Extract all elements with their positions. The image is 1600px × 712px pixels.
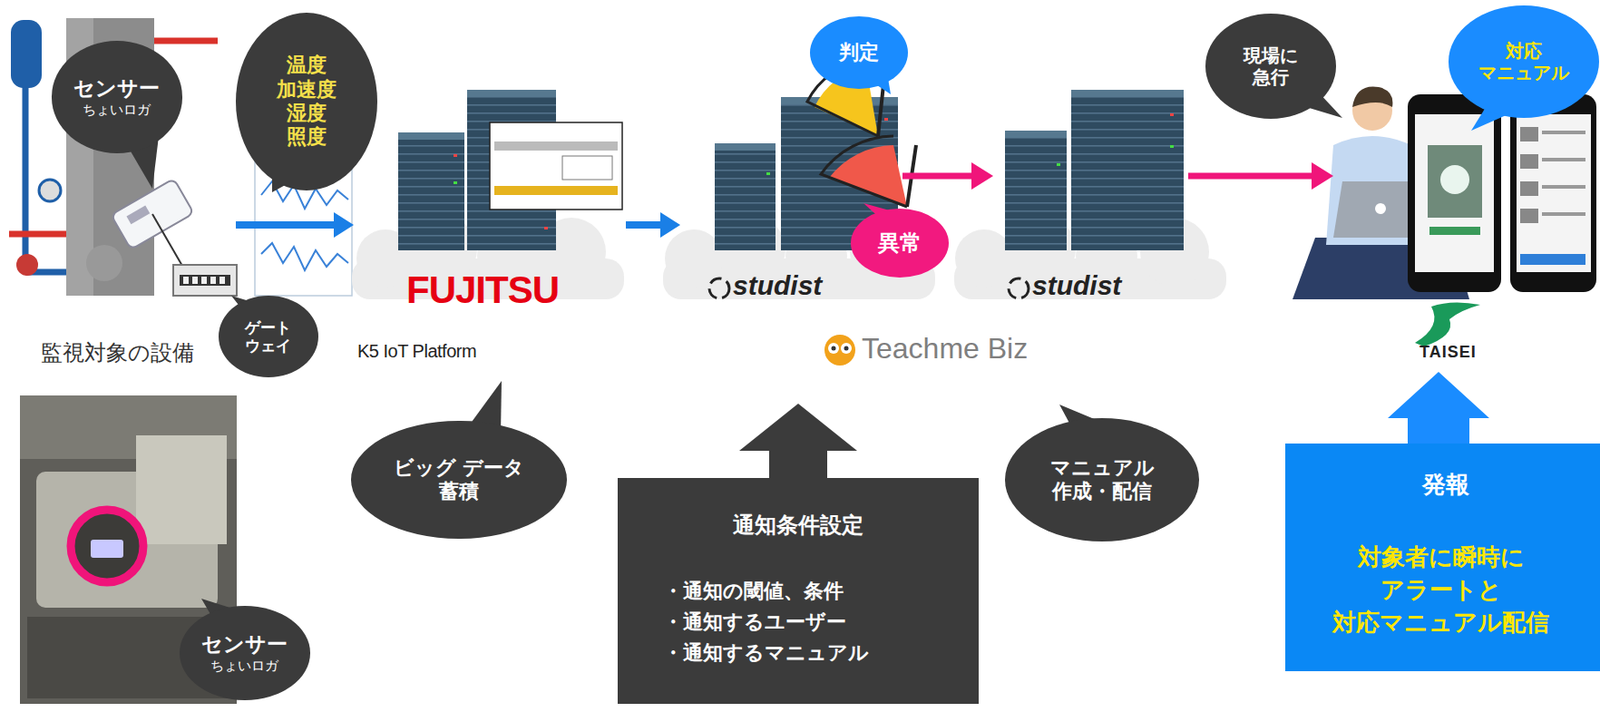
callout-bubble: センサーちょいロガ	[179, 605, 312, 701]
logo-ring	[709, 278, 730, 299]
callout-bubble: ビッグ データ 蓄積	[351, 420, 566, 539]
logo-ring	[1008, 278, 1029, 299]
callout-bubble: ゲート ウェイ	[218, 295, 318, 378]
flow-arrow	[625, 221, 663, 229]
node-text: 現場に 急行	[1239, 44, 1303, 88]
equipment-illustration	[9, 18, 237, 296]
cloud-platform: FUJITSU K5 IoT Platform	[353, 86, 626, 368]
node-text: マニュアル 作成・配信	[1043, 456, 1161, 505]
server-racks	[398, 89, 1184, 251]
chart-window	[489, 122, 623, 210]
flow-arrow	[235, 221, 336, 229]
phones	[1407, 94, 1597, 293]
flow-arrow	[1387, 371, 1490, 444]
node-subtext: 対象者に瞬時に アラートと 対応マニュアル配信	[1317, 541, 1564, 640]
node-text: 温度 加速度 湿度 照度	[265, 53, 348, 150]
node-text: ビッグ データ 蓄積	[386, 456, 532, 505]
node-text: studist	[1032, 269, 1122, 303]
node-text: studist	[732, 269, 822, 303]
node-text: 通知条件設定	[617, 512, 979, 539]
node-text: FUJITSU	[406, 267, 559, 313]
node-text: ゲート ウェイ	[236, 318, 301, 356]
callout-bubble: マニュアル 作成・配信	[1004, 418, 1200, 542]
node-text: 監視対象の設備	[40, 340, 195, 367]
cloud-platform: studist	[993, 86, 1189, 313]
node-text: センサー	[201, 632, 288, 658]
alert-bubble: 異常	[850, 208, 949, 278]
judge-bubble: 判定	[809, 16, 908, 89]
node-subtext: ちょいロガ	[82, 101, 151, 118]
node-subtext: K5 IoT Platform	[357, 340, 477, 362]
node-subtext: ちょいロガ	[210, 657, 279, 674]
manual-bubble: 対応 マニュアル	[1448, 5, 1600, 118]
node-text: TAISEI	[1419, 342, 1477, 363]
owl-icon	[824, 334, 856, 366]
flow-arrow	[1311, 162, 1334, 190]
node-text: 異常	[878, 230, 922, 257]
flow-arrow	[902, 173, 974, 180]
node-text: 判定	[839, 40, 879, 65]
flow-arrow	[739, 403, 858, 479]
node-text: 対応 マニュアル	[1473, 39, 1574, 84]
node-text: 発報	[1285, 470, 1600, 499]
flow-arrow	[971, 162, 994, 190]
callout-bubble: 現場に 急行	[1205, 13, 1337, 119]
callout-bubble: 温度 加速度 湿度 照度	[235, 12, 378, 191]
node-subtext: ・通知の閾値、条件	[663, 579, 844, 604]
product-logo-text: Teachme Biz	[861, 331, 1028, 366]
node-text: センサー	[73, 76, 160, 102]
flow-arrow	[333, 212, 354, 238]
field-worker-group: TAISEI	[1333, 81, 1595, 372]
flow-arrow	[660, 212, 681, 238]
node-subtext: ・通知するマニュアル	[663, 641, 869, 665]
node-subtext: ・通知するユーザー	[663, 610, 847, 635]
flow-arrow	[1188, 173, 1314, 180]
callout-bubble: センサーちょいロガ	[51, 40, 184, 154]
alert-box: 発報対象者に瞬時に アラートと 対応マニュアル配信	[1285, 443, 1600, 672]
settings-box: 通知条件設定・通知の閾値、条件・通知するユーザー・通知するマニュアル	[617, 478, 979, 704]
taisei-logo	[1414, 302, 1481, 347]
